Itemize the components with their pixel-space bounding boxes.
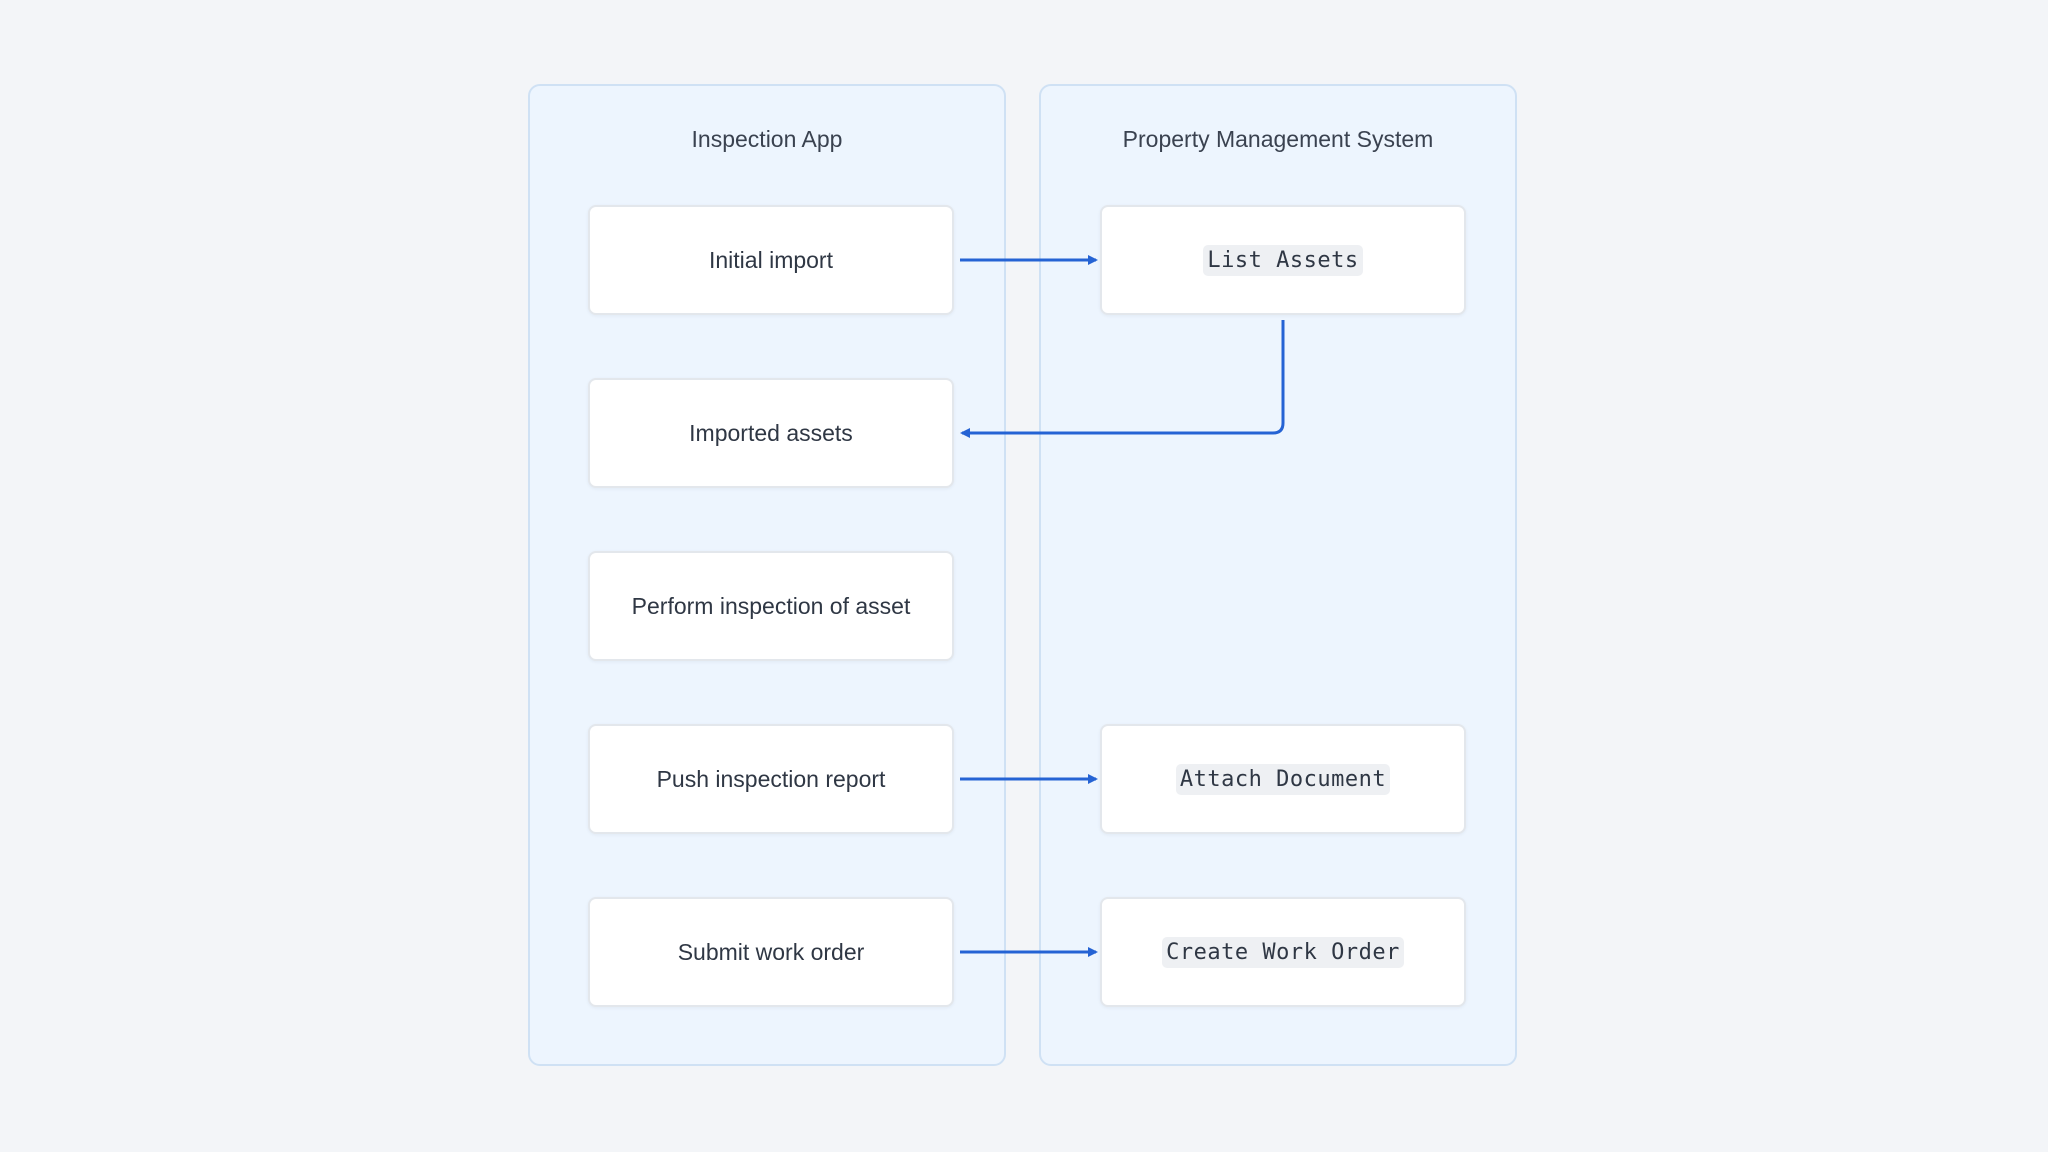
node-imported-assets: Imported assets — [588, 378, 954, 488]
node-submit-work-order: Submit work order — [588, 897, 954, 1007]
node-label: Submit work order — [677, 938, 865, 965]
node-create-work-order: Create Work Order — [1100, 897, 1466, 1007]
node-code-label: Attach Document — [1175, 763, 1391, 795]
node-list-assets: List Assets — [1100, 205, 1466, 315]
node-perform-inspection: Perform inspection of asset — [588, 551, 954, 661]
lane-title-property-management-system: Property Management System — [1122, 126, 1434, 152]
node-code-label: Create Work Order — [1162, 936, 1404, 968]
node-label: Push inspection report — [656, 765, 886, 792]
node-push-inspection-report: Push inspection report — [588, 724, 954, 834]
node-label: Initial import — [709, 246, 833, 273]
node-code-label: List Assets — [1203, 244, 1363, 276]
node-attach-document: Attach Document — [1100, 724, 1466, 834]
node-label: Imported assets — [689, 419, 853, 446]
lane-title-inspection-app: Inspection App — [691, 126, 843, 152]
node-label: Perform inspection of asset — [631, 592, 911, 619]
node-initial-import: Initial import — [588, 205, 954, 315]
